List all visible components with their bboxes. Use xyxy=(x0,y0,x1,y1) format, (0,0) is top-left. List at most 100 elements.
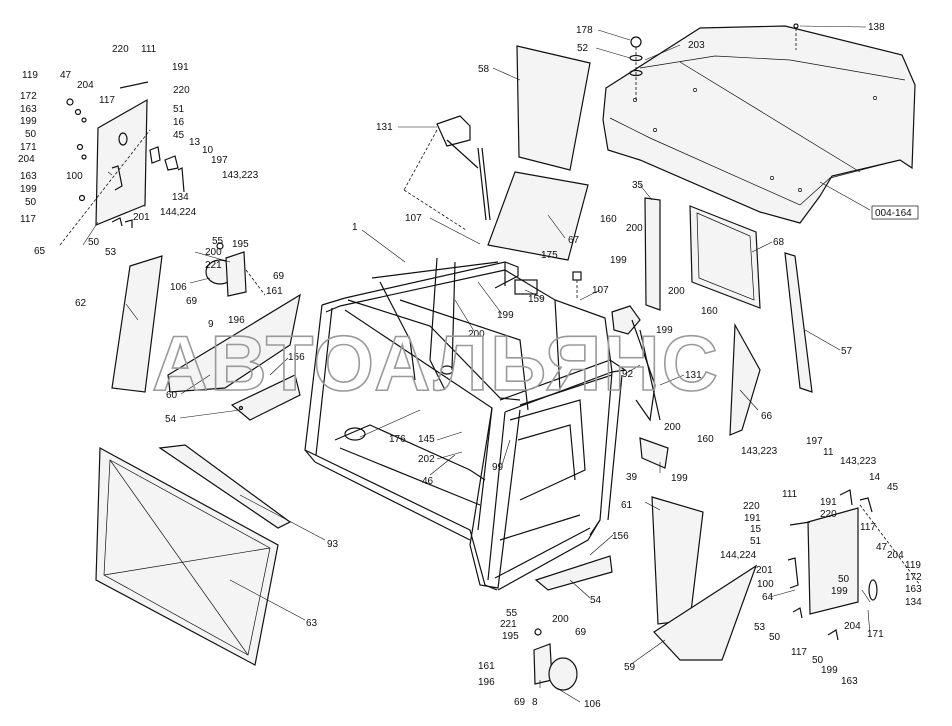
front-wiper-assembly xyxy=(611,305,661,422)
label-111: 111 xyxy=(782,489,798,500)
label-51: 51 xyxy=(750,536,762,547)
leader-lines xyxy=(82,25,871,703)
label-221: 221 xyxy=(500,619,517,630)
label-163: 163 xyxy=(841,676,858,687)
label-144-224: 144,224 xyxy=(160,207,197,218)
label-204: 204 xyxy=(18,154,35,165)
label-197: 197 xyxy=(806,436,823,447)
label-191: 191 xyxy=(744,513,761,524)
label-221: 221 xyxy=(205,260,222,271)
front-windshield xyxy=(95,447,279,666)
label-52: 52 xyxy=(577,43,589,54)
left-side-glass xyxy=(111,255,163,393)
label-45: 45 xyxy=(887,482,899,493)
label-55: 55 xyxy=(506,608,518,619)
label-69: 69 xyxy=(186,296,198,307)
label-199: 199 xyxy=(831,586,848,597)
label-57: 57 xyxy=(841,346,853,357)
label-8: 8 xyxy=(532,697,538,708)
left-door-panel xyxy=(59,81,185,246)
label-196: 196 xyxy=(228,315,245,326)
label-156: 156 xyxy=(612,531,629,542)
label-131: 131 xyxy=(376,122,393,133)
right-door-panel xyxy=(787,489,921,641)
label-160: 160 xyxy=(701,306,718,317)
label-175: 175 xyxy=(541,250,558,261)
label-199: 199 xyxy=(821,665,838,676)
label-203: 203 xyxy=(688,40,705,51)
roof-panel xyxy=(602,25,916,224)
label-10: 10 xyxy=(202,145,214,156)
label-93: 93 xyxy=(327,539,339,550)
label-220: 220 xyxy=(112,44,129,55)
left-lower-glass xyxy=(167,293,301,393)
label-45: 45 xyxy=(173,130,185,141)
label-191: 191 xyxy=(172,62,189,73)
label-200: 200 xyxy=(668,286,685,297)
label-99: 99 xyxy=(492,462,504,473)
label-172: 172 xyxy=(905,572,922,583)
label-199: 199 xyxy=(610,255,627,266)
label-199: 199 xyxy=(497,310,514,321)
label-004-164: 004-164 xyxy=(875,208,912,219)
label-195: 195 xyxy=(232,239,249,250)
label-199: 199 xyxy=(20,116,37,127)
label-62: 62 xyxy=(75,298,87,309)
label-50: 50 xyxy=(812,655,824,666)
label-201: 201 xyxy=(756,565,773,576)
watermark: АВТОАЛЬЯНС xyxy=(152,319,720,407)
label-161: 161 xyxy=(478,661,495,672)
label-144-224: 144,224 xyxy=(720,550,757,561)
right-mirror-assembly xyxy=(533,628,578,691)
label-16: 16 xyxy=(173,117,185,128)
label-200: 200 xyxy=(552,614,569,625)
label-54: 54 xyxy=(590,595,602,606)
label-199: 199 xyxy=(671,473,688,484)
label-143-223: 143,223 xyxy=(840,456,877,467)
label-191: 191 xyxy=(820,497,837,508)
label-61: 61 xyxy=(621,500,633,511)
label-117: 117 xyxy=(20,214,36,225)
right-step xyxy=(534,555,613,591)
label-143-223: 143,223 xyxy=(222,170,259,181)
label-200: 200 xyxy=(205,247,222,258)
label-50: 50 xyxy=(838,574,850,585)
label-200: 200 xyxy=(468,329,485,340)
label-160: 160 xyxy=(697,434,714,445)
label-204: 204 xyxy=(77,80,94,91)
label-160: 160 xyxy=(600,214,617,225)
label-55: 55 xyxy=(212,236,224,247)
label-204: 204 xyxy=(844,621,861,632)
left-step xyxy=(230,374,301,421)
lower-trim-bar xyxy=(158,444,292,529)
cab-frame xyxy=(304,257,627,591)
label-14: 14 xyxy=(869,472,881,483)
label-161: 161 xyxy=(266,286,283,297)
label-143-223: 143,223 xyxy=(741,446,778,457)
label-106: 106 xyxy=(170,282,187,293)
label-69: 69 xyxy=(575,627,587,638)
label-195: 195 xyxy=(502,631,519,642)
label-63: 63 xyxy=(306,618,318,629)
label-59: 59 xyxy=(624,662,636,673)
label-39: 39 xyxy=(626,472,638,483)
label-163: 163 xyxy=(20,171,37,182)
label-68: 68 xyxy=(773,237,785,248)
label-196: 196 xyxy=(478,677,495,688)
label-199: 199 xyxy=(656,325,673,336)
label-92: 92 xyxy=(622,369,634,380)
label-119: 119 xyxy=(22,70,38,81)
label-47: 47 xyxy=(876,542,888,553)
label-60: 60 xyxy=(166,390,178,401)
label-220: 220 xyxy=(743,501,760,512)
label-200: 200 xyxy=(664,422,681,433)
label-145: 145 xyxy=(418,434,435,445)
right-door-lower-glass xyxy=(653,564,758,661)
label-172: 172 xyxy=(20,91,37,102)
label-53: 53 xyxy=(754,622,766,633)
label-176: 176 xyxy=(389,434,406,445)
label-134: 134 xyxy=(172,192,189,203)
label-163: 163 xyxy=(20,104,37,115)
